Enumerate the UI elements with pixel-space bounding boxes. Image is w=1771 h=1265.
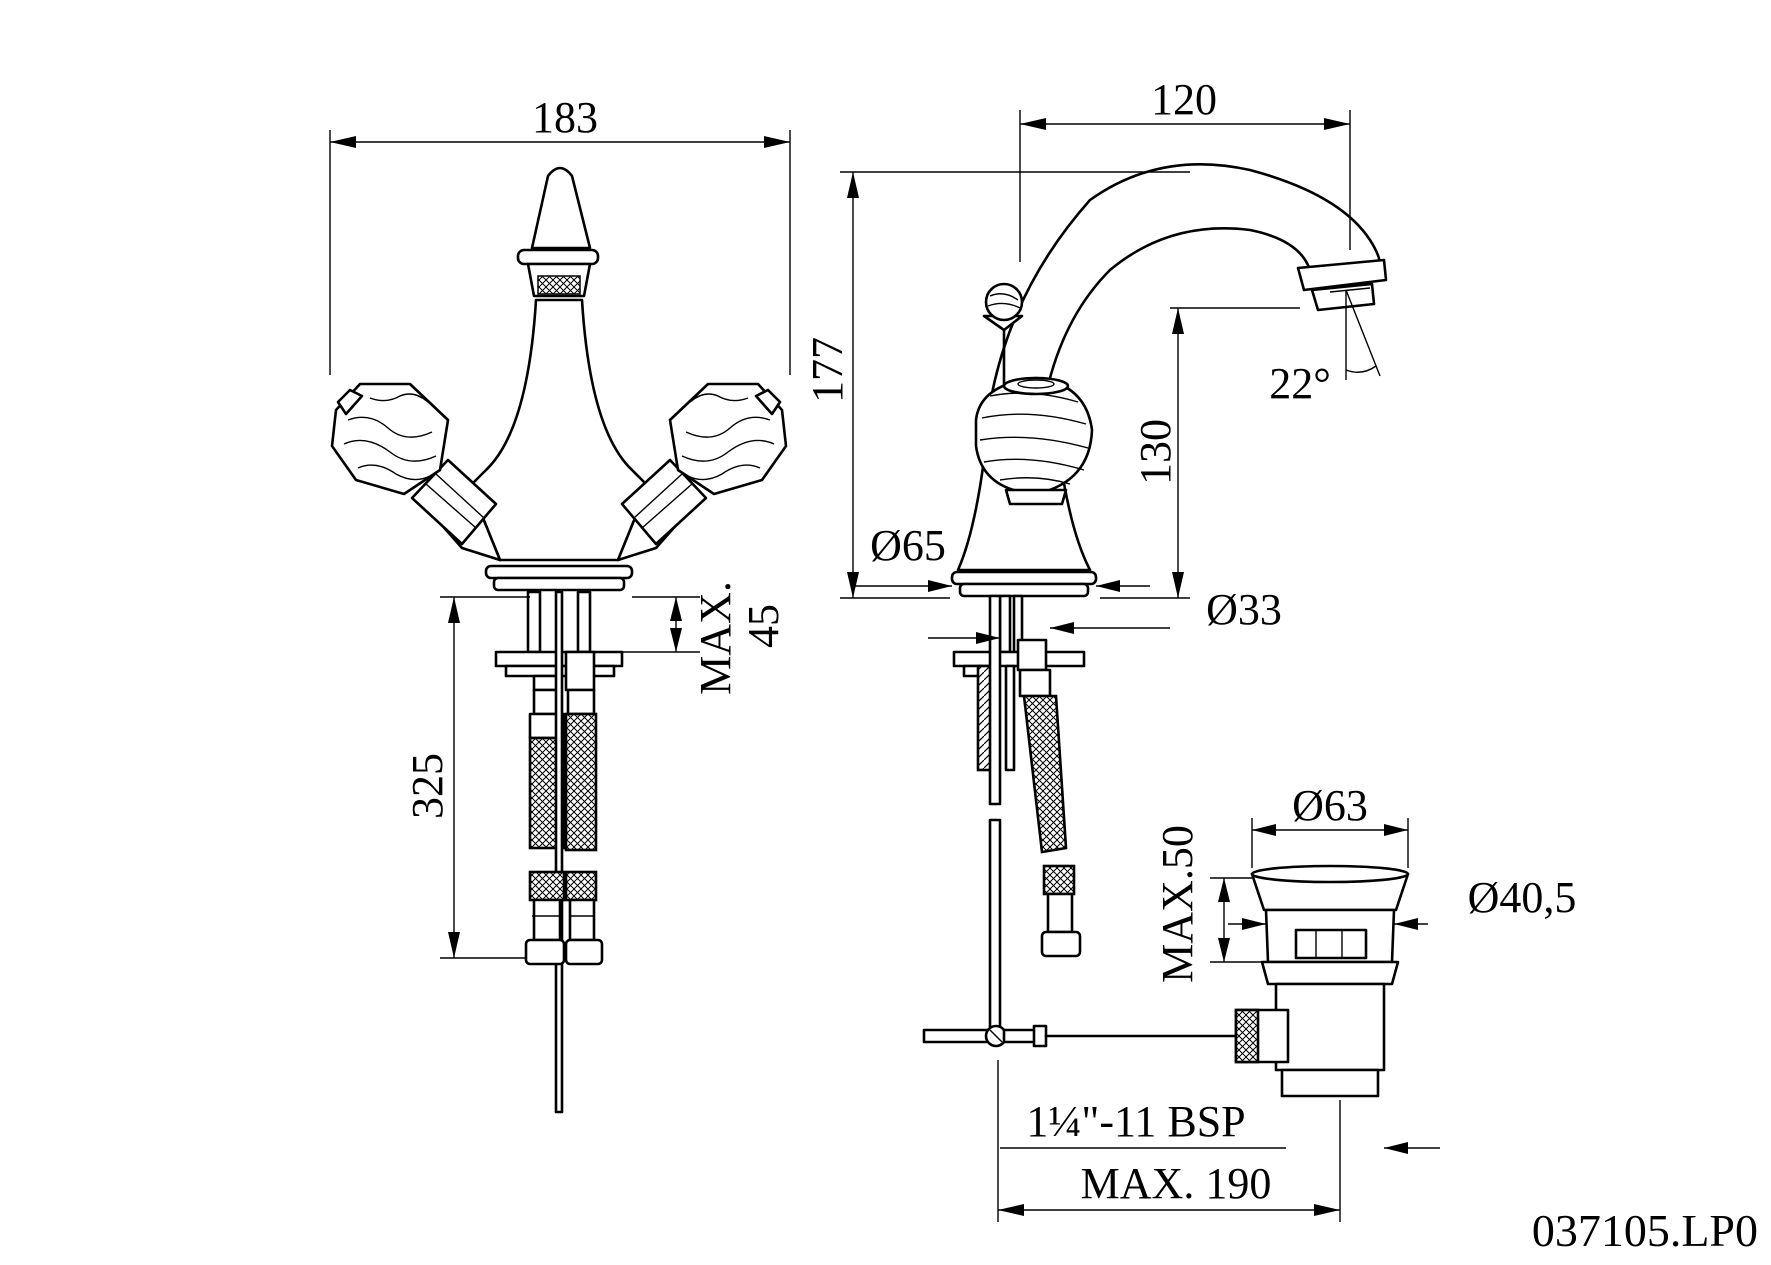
- dim-waste-max-height: MAX.50: [1153, 825, 1262, 983]
- label-width-total: 183: [532, 93, 598, 142]
- drawing-code: 037105.LP0: [1532, 1205, 1758, 1256]
- dim-spout-reach: 120: [1019, 75, 1351, 262]
- label-hose-length: 325: [403, 753, 452, 819]
- dim-rod-length: 1¼"-11 BSP MAX. 190: [997, 1060, 1440, 1222]
- front-view: [330, 166, 788, 1114]
- side-view: [922, 162, 1410, 1098]
- label-waste-max-height: MAX.50: [1153, 825, 1202, 983]
- dim-mounting-max: MAX. 45: [622, 581, 788, 695]
- dim-waste-top-diameter: Ø63: [1251, 781, 1409, 868]
- label-spout-angle: 22°: [1269, 359, 1331, 408]
- label-mounting-max-value: 45: [739, 604, 788, 648]
- dim-width-total: 183: [329, 93, 791, 375]
- dim-waste-body-diameter: Ø40,5: [1228, 873, 1576, 930]
- label-rod-max-length: MAX. 190: [1081, 1159, 1272, 1208]
- dim-height-total: 177: [803, 171, 1190, 599]
- dim-tap-height: 130: [1100, 307, 1300, 599]
- label-base-diameter: Ø65: [870, 521, 946, 570]
- dim-pipe-diameter: Ø33: [928, 585, 1282, 644]
- dim-spout-angle: 22°: [1269, 289, 1381, 408]
- dim-base-diameter: Ø65: [852, 521, 1150, 592]
- label-waste-body-diameter: Ø40,5: [1468, 873, 1577, 922]
- label-spout-reach: 120: [1151, 75, 1217, 124]
- label-tap-height: 130: [1131, 419, 1180, 485]
- label-pipe-diameter: Ø33: [1206, 585, 1282, 634]
- label-height-total: 177: [803, 337, 852, 403]
- label-waste-top-diameter: Ø63: [1292, 781, 1368, 830]
- label-mounting-max: MAX.: [691, 581, 740, 695]
- dim-hose-length: 325: [403, 596, 530, 959]
- label-thread-spec: 1¼"-11 BSP: [1026, 1097, 1245, 1146]
